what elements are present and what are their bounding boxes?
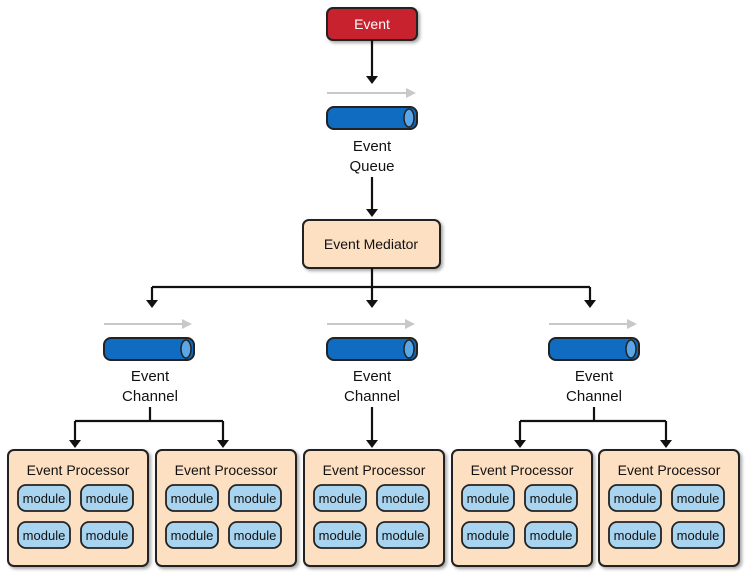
mediator-fanout-connector [150,268,592,302]
module-label: module [234,528,277,543]
module-box [608,521,662,549]
event-processor-title: Event Processor [27,462,130,478]
event-to-queue-arrowhead [366,76,378,84]
event-processor-title: Event Processor [323,462,426,478]
flow-arrow-icon [327,88,416,98]
channel-label-line2: Channel [122,388,178,405]
module-label: module [677,491,720,506]
fanout-arrowhead-right [584,300,596,308]
fanout-arrowhead-center [366,300,378,308]
module-box [228,521,282,549]
module-box [524,521,578,549]
event-processor: Event Processor module module module module [7,449,149,567]
channel-pipe-icon [548,337,640,361]
event-processor: Event Processor module module module module [598,449,740,567]
module-label: module [319,491,362,506]
module-label: module [530,491,573,506]
module-box [17,521,71,549]
mediator-label: Event Mediator [324,236,418,252]
channel-pipe-icon [326,337,418,361]
split-arrowhead [69,440,81,448]
flow-arrow-icon [549,319,637,329]
module-label: module [677,528,720,543]
module-box [376,484,430,512]
event-label: Event [354,16,390,32]
module-label: module [467,491,510,506]
module-label: module [382,528,425,543]
module-label: module [23,528,66,543]
channel-split-connector [518,407,668,442]
channel-label-line2: Channel [344,388,400,405]
module-label: module [467,528,510,543]
module-label: module [319,528,362,543]
event-processor: Event Processor module module module module [155,449,297,567]
module-box [80,521,134,549]
module-box [671,484,725,512]
split-arrowhead [514,440,526,448]
channel-label-line2: Channel [566,388,622,405]
module-box [17,484,71,512]
queue-to-mediator-arrowhead [366,209,378,217]
module-box [461,521,515,549]
module-label: module [382,491,425,506]
event-processor: Event Processor module module module module [303,449,445,567]
module-box [313,484,367,512]
module-label: module [23,491,66,506]
module-box [671,521,725,549]
module-box [313,521,367,549]
module-label: module [171,528,214,543]
module-label: module [86,528,129,543]
channel-pipe-icon [103,337,195,361]
split-arrowhead [660,440,672,448]
module-box [80,484,134,512]
event-node: Event [326,7,418,41]
event-mediator-node: Event Mediator [302,219,441,269]
module-label: module [86,491,129,506]
queue-label-line2: Queue [349,158,394,175]
module-label: module [614,528,657,543]
module-box [228,484,282,512]
module-label: module [171,491,214,506]
single-arrowhead [366,440,378,448]
event-processor: Event Processor module module module module [451,449,593,567]
module-box [165,521,219,549]
channel-label-line1: Event [353,368,392,385]
module-box [461,484,515,512]
event-processor-title: Event Processor [175,462,278,478]
channel-label-line1: Event [131,368,170,385]
flow-arrow-icon [327,319,415,329]
channel-label-line1: Event [575,368,614,385]
fanout-arrowhead-left [146,300,158,308]
event-processor-title: Event Processor [618,462,721,478]
module-box [165,484,219,512]
module-box [376,521,430,549]
flow-arrow-icon [104,319,192,329]
module-box [608,484,662,512]
queue-pipe-icon [326,106,418,130]
queue-label-line1: Event [353,138,392,155]
module-label: module [530,528,573,543]
channel-split-connector [73,407,225,442]
module-label: module [234,491,277,506]
event-processor-title: Event Processor [471,462,574,478]
module-box [524,484,578,512]
split-arrowhead [217,440,229,448]
module-label: module [614,491,657,506]
